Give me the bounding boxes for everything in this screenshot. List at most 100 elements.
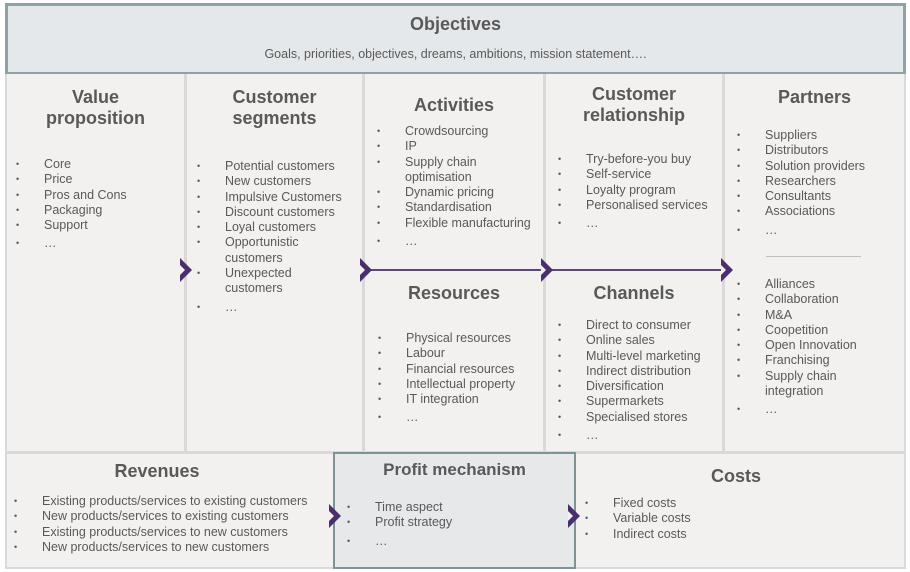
customer-segments-title-line1: Customer — [232, 87, 317, 107]
customer-relationship-title-line2: relationship — [582, 105, 685, 125]
flow-arrow-icon — [541, 258, 553, 282]
customer-segments-title-line2: segments — [232, 108, 317, 128]
activity-item-text: Standardisation — [405, 200, 492, 215]
bullet-icon: • — [347, 502, 351, 512]
bullet-icon: • — [197, 191, 201, 202]
customer-segment-item: •Potential customers — [197, 159, 342, 174]
bullet-icon: • — [558, 218, 562, 229]
separator — [904, 74, 906, 569]
resource-item-text: IT integration — [406, 392, 479, 407]
cost-item: •Indirect costs — [585, 527, 691, 542]
customer-relationship-item-text: Try-before-you buy — [586, 152, 692, 166]
separator — [5, 74, 7, 569]
customer-segment-item: •Unexpected — [197, 266, 342, 281]
activity-item: •Dynamic pricing — [377, 185, 531, 200]
channel-item: •Online sales — [558, 333, 701, 348]
activity-item: •Flexible manufacturing — [377, 216, 531, 231]
resource-item-text: Labour — [406, 346, 445, 361]
customer-segment-item: •Discount customers — [197, 205, 342, 220]
bullet-icon: • — [197, 176, 201, 187]
costs-title: Costs — [710, 466, 761, 486]
activity-item: •… — [377, 234, 531, 249]
bullet-icon: • — [197, 237, 201, 248]
activity-item: •Crowdsourcing — [377, 124, 531, 139]
partner-item: •Coopetition — [737, 323, 857, 338]
bullet-icon: • — [558, 411, 562, 422]
bullet-icon: • — [16, 159, 20, 169]
activity-item-text: Dynamic pricing — [405, 185, 494, 200]
bullet-icon: • — [737, 224, 741, 235]
value-proposition-item: •Packaging — [16, 203, 127, 218]
customer-segment-item: •… — [197, 300, 342, 315]
channel-item: •Supermarkets — [558, 394, 701, 409]
partner-item: •Suppliers — [737, 128, 865, 143]
bullet-icon: • — [377, 156, 381, 167]
partner-item: integration — [765, 384, 857, 399]
partner-item: •… — [737, 222, 865, 238]
resources-list: •Physical resources•Labour•Financial res… — [378, 331, 516, 426]
value-proposition-item-text: … — [44, 236, 57, 251]
bullet-icon: • — [737, 191, 741, 202]
bullet-icon: • — [16, 238, 20, 249]
bullet-icon: • — [16, 189, 20, 200]
customer-relationship-item: •Loyalty program — [558, 183, 708, 198]
activity-item: optimisation — [405, 170, 531, 185]
partners-list-secondary: •Alliances•Collaboration•M&A•Coopetition… — [737, 277, 857, 418]
revenue-item-text: Existing products/services to new custom… — [42, 524, 288, 539]
value-proposition-item: • Pros and Cons — [16, 187, 127, 203]
revenue-item: •Existing products/services to existing … — [14, 494, 307, 509]
customer-segment-item-text: customers — [225, 250, 283, 265]
resources-title: Resources — [407, 283, 501, 303]
bullet-icon: • — [558, 430, 562, 441]
value-proposition-panel: Value proposition •Core•Price•Pros and C… — [7, 74, 184, 451]
channels-list: •Direct to consumer•Online sales•Multi-l… — [558, 318, 701, 443]
resource-item-text: Intellectual property — [406, 376, 516, 391]
partner-item-text: Open Innovation — [765, 338, 857, 353]
channel-item: •Diversification — [558, 379, 701, 394]
channels-title: Channels — [593, 283, 675, 303]
flow-line — [365, 269, 545, 271]
customer-relationship-item: •Personalised services — [558, 198, 708, 213]
profit-mechanism-item: •Time aspect — [347, 500, 452, 515]
partner-item-text: … — [765, 222, 778, 237]
channel-item: •Indirect distribution — [558, 364, 701, 379]
bullet-icon: • — [197, 222, 201, 233]
channel-item-text: Multi-level marketing — [586, 348, 701, 363]
customer-relationship-item-text: Self-service — [586, 167, 652, 182]
partner-item-text: Associations — [765, 204, 836, 219]
partners-panel: Partners •Suppliers•Distributors•Solutio… — [725, 74, 904, 451]
bullet-icon: • — [347, 535, 351, 546]
customer-segment-item: •Loyal customers — [197, 220, 342, 235]
partner-item-text: M&A — [765, 307, 793, 322]
value-proposition-title-line2: proposition — [46, 108, 145, 128]
bullet-icon: • — [585, 528, 589, 539]
cost-item-text: Variable costs — [613, 511, 691, 526]
bullet-icon: • — [347, 517, 351, 528]
partner-item: •Researchers — [737, 173, 865, 189]
partner-item: •Associations — [737, 204, 865, 219]
activity-item-text: … — [405, 234, 418, 249]
partner-item-text: Researchers — [765, 173, 836, 188]
resource-item: •… — [378, 410, 515, 425]
customer-segment-item: •Impulsive Customers — [197, 190, 342, 205]
bullet-icon: • — [197, 161, 201, 171]
bullet-icon: • — [377, 126, 381, 136]
partner-item: •Collaboration — [737, 292, 857, 307]
customer-segments-panel: Customer segments •Potential customers•N… — [187, 74, 362, 451]
value-proposition-item-text: Pros and Cons — [44, 187, 127, 202]
customer-segment-item: customers — [225, 251, 342, 266]
revenues-list: •Existing products/services to existing … — [14, 494, 307, 555]
customer-relationship-item: •Try-before-you buy — [558, 152, 708, 167]
bullet-icon: • — [737, 309, 741, 320]
bullet-icon: • — [378, 412, 382, 423]
profit-mechanism-title: Profit mechanism — [383, 460, 526, 479]
customer-segment-item: •New customers — [197, 174, 342, 189]
channel-item-text: Online sales — [586, 333, 655, 348]
activities-title: Activities — [413, 95, 495, 115]
value-proposition-item-text: Support — [44, 218, 88, 233]
revenue-item: •New products/services to new customers — [14, 540, 307, 555]
partner-item: •Consultants — [737, 189, 865, 204]
bullet-icon: • — [558, 396, 562, 407]
customer-relationship-list: •Try-before-you buy • Self-service•Loyalty… — [558, 152, 708, 231]
bullet-icon: • — [737, 355, 741, 366]
